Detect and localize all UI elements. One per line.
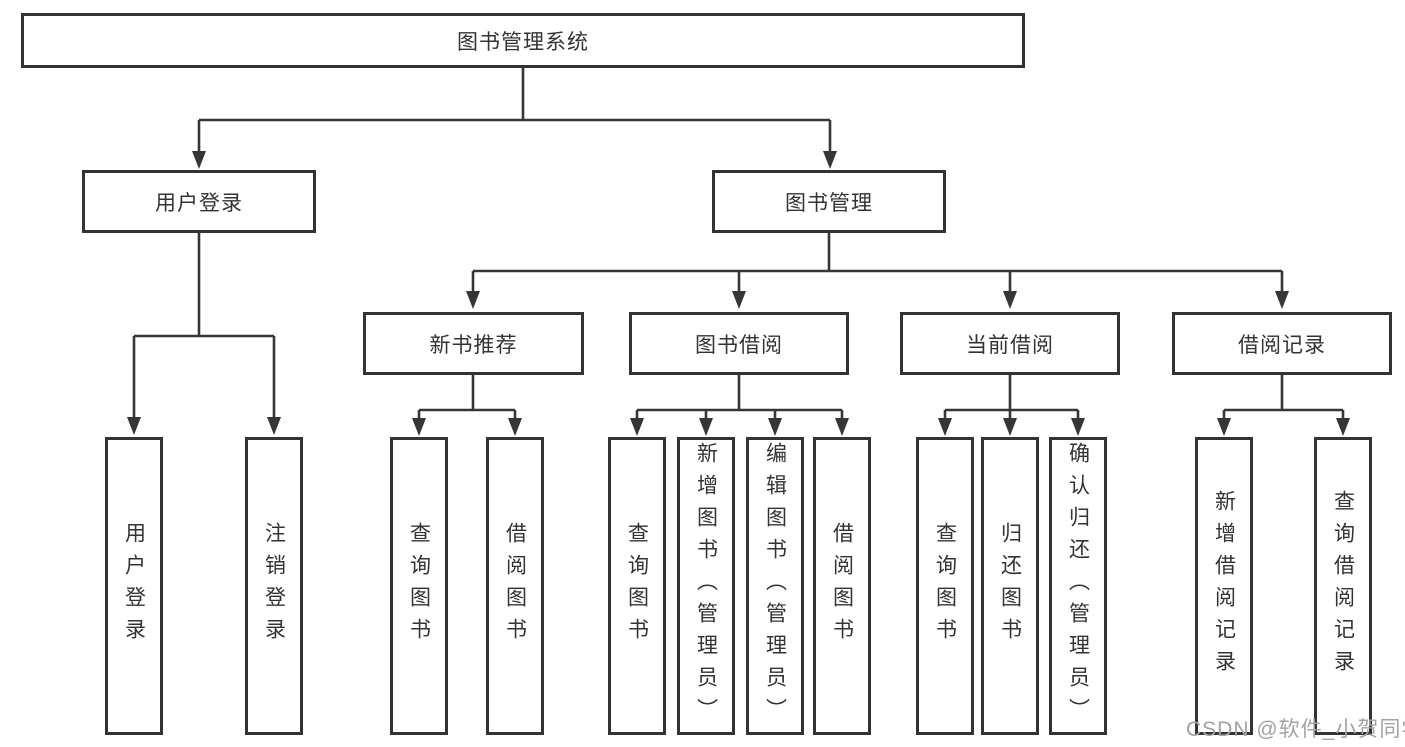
node-book-borrowing: 图书借阅 <box>629 312 849 375</box>
node-root-system: 图书管理系统 <box>21 13 1025 68</box>
leaf-confirm-return-admin-label: 确认归还（管理员） <box>1066 442 1090 730</box>
connector-book-borrowing-to-leaves <box>630 375 849 436</box>
leaf-query-books-recommend-label: 查询图书 <box>407 522 431 650</box>
leaf-query-books-borrowing-label: 查询图书 <box>625 522 649 650</box>
connector-book-management-to-level3 <box>466 233 1289 309</box>
node-user-login-label: 用户登录 <box>155 191 243 215</box>
leaf-query-books-current: 查询图书 <box>916 437 974 735</box>
leaf-add-borrow-record: 新增借阅记录 <box>1195 437 1253 735</box>
connector-root-to-level2 <box>192 68 837 169</box>
leaf-query-borrow-record: 查询借阅记录 <box>1314 437 1372 735</box>
node-book-management-label: 图书管理 <box>785 191 873 215</box>
leaf-add-borrow-record-label: 新增借阅记录 <box>1212 490 1236 682</box>
connector-borrowing-records-to-leaves <box>1217 375 1350 436</box>
leaf-logout-label: 注销登录 <box>262 522 286 650</box>
node-current-borrowing-label: 当前借阅 <box>966 333 1054 357</box>
node-new-book-recommend: 新书推荐 <box>363 312 584 375</box>
leaf-query-borrow-record-label: 查询借阅记录 <box>1331 490 1355 682</box>
connector-new-book-to-leaves <box>412 375 522 436</box>
node-new-book-recommend-label: 新书推荐 <box>429 333 518 357</box>
leaf-user-login: 用户登录 <box>105 437 163 735</box>
node-book-management: 图书管理 <box>712 170 946 233</box>
node-borrowing-records-label: 借阅记录 <box>1238 333 1326 357</box>
leaf-add-books-admin: 新增图书（管理员） <box>677 437 735 735</box>
leaf-query-books-borrowing: 查询图书 <box>608 437 666 735</box>
leaf-logout: 注销登录 <box>245 437 303 735</box>
leaf-borrow-books-recommend: 借阅图书 <box>486 437 544 735</box>
node-current-borrowing: 当前借阅 <box>900 312 1120 375</box>
node-borrowing-records: 借阅记录 <box>1172 312 1392 375</box>
leaf-add-books-admin-label: 新增图书（管理员） <box>694 442 718 730</box>
connector-current-borrowing-to-leaves <box>938 375 1085 436</box>
connector-user-login-to-leaves <box>127 233 281 435</box>
leaf-return-books: 归还图书 <box>981 437 1039 735</box>
leaf-return-books-label: 归还图书 <box>998 522 1022 650</box>
leaf-borrow-books-recommend-label: 借阅图书 <box>503 522 527 650</box>
leaf-user-login-label: 用户登录 <box>122 522 146 650</box>
leaf-query-books-current-label: 查询图书 <box>933 522 957 650</box>
leaf-borrow-books: 借阅图书 <box>813 437 871 735</box>
leaf-edit-books-admin: 编辑图书（管理员） <box>746 437 804 735</box>
leaf-edit-books-admin-label: 编辑图书（管理员） <box>763 442 787 730</box>
node-book-borrowing-label: 图书借阅 <box>695 333 783 357</box>
node-root-label: 图书管理系统 <box>457 30 589 54</box>
leaf-borrow-books-label: 借阅图书 <box>830 522 854 650</box>
csdn-watermark: CSDN @软件_小贺同学 <box>1186 718 1405 741</box>
node-user-login: 用户登录 <box>82 170 316 233</box>
leaf-confirm-return-admin: 确认归还（管理员） <box>1049 437 1107 735</box>
leaf-query-books-recommend: 查询图书 <box>390 437 448 735</box>
